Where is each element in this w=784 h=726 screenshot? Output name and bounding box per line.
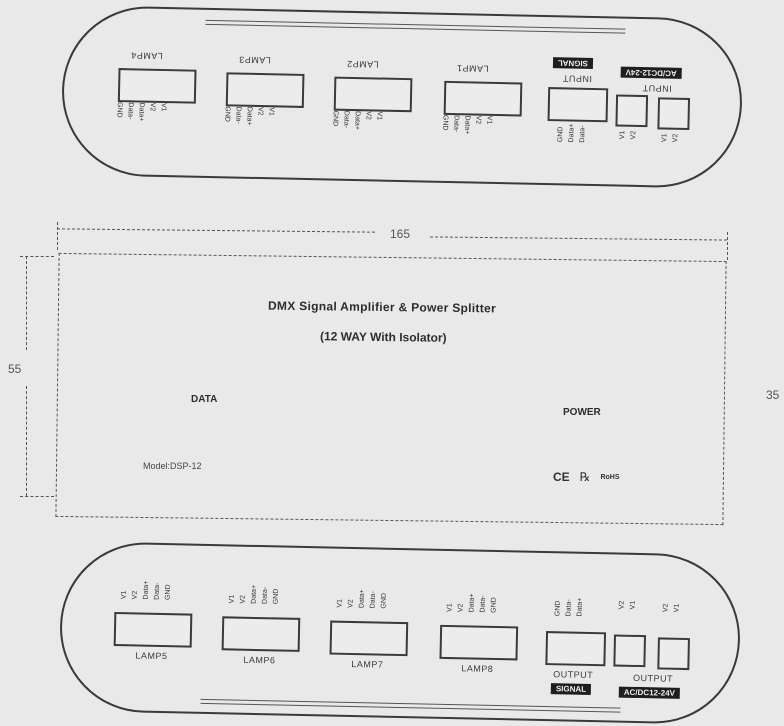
height-dimension-line-top <box>26 256 27 350</box>
rohs-mark: RoHS <box>600 473 620 481</box>
lamp5-terminal <box>113 612 193 648</box>
signal-output-terminal <box>545 631 607 667</box>
lamp2-terminal <box>333 76 413 113</box>
power-output-terminal-a <box>613 634 647 668</box>
lamp3-label: LAMP3 <box>238 54 271 66</box>
height-dimension-top-tick <box>20 256 54 257</box>
power-output-label: OUTPUT <box>633 672 674 684</box>
lamp5-label: LAMP5 <box>135 650 168 662</box>
bottom-panel-rail <box>200 698 621 713</box>
device-body-outline <box>55 252 727 526</box>
lamp4-label: LAMP4 <box>130 50 163 61</box>
power-output-terminal-b <box>657 637 690 671</box>
signal-input-tag: SIGNAL <box>552 57 594 69</box>
device-title: DMX Signal Amplifier & Power Splitter <box>267 298 497 316</box>
signal-input-label: INPUT <box>562 73 593 84</box>
lamp8-terminal <box>439 624 519 661</box>
power-side-label: POWER <box>563 407 601 418</box>
height-dimension-line-bottom <box>26 386 27 496</box>
signal-output-tag: SIGNAL <box>550 683 592 696</box>
width-dimension-line-left <box>57 228 375 233</box>
power-input-terminal-a <box>615 94 649 128</box>
power-output-tag: AC/DC12-24V <box>618 686 681 699</box>
ce-mark-icon: CE <box>553 470 570 484</box>
height-dimension-value-right: 35 <box>766 388 780 402</box>
lamp8-label: LAMP8 <box>461 663 494 674</box>
signal-input-terminal <box>547 87 609 123</box>
lamp1-terminal <box>443 80 523 117</box>
width-dimension-left-tick <box>57 222 58 250</box>
power-input-terminal-b <box>657 97 691 131</box>
height-dimension-bottom-tick <box>20 496 54 497</box>
device-subtitle: (12 WAY With Isolator) <box>319 329 447 345</box>
width-dimension-right-tick <box>727 232 728 260</box>
power-input-label: INPUT <box>642 83 672 94</box>
signal-output-label: OUTPUT <box>553 669 594 681</box>
top-panel-rail <box>205 19 626 34</box>
lamp1-label: LAMP1 <box>456 63 489 74</box>
lamp4-terminal <box>117 68 197 104</box>
lamp7-label: LAMP7 <box>351 658 384 670</box>
lamp7-terminal <box>329 620 409 657</box>
lamp2-label: LAMP2 <box>346 58 379 70</box>
lamp3-terminal <box>225 72 305 108</box>
ul-mark-icon: ℞ <box>579 470 591 484</box>
certification-marks: CE ℞ RoHS <box>553 470 620 484</box>
power-input-tag: AC/DC12-24V <box>620 66 682 79</box>
width-dimension-value: 165 <box>390 227 411 241</box>
model-number: Model:DSP-12 <box>143 461 202 471</box>
data-side-label: DATA <box>191 394 218 405</box>
lamp6-label: LAMP6 <box>243 654 276 666</box>
height-dimension-value-left: 55 <box>8 362 22 376</box>
width-dimension-line-right <box>430 236 727 241</box>
lamp6-terminal <box>221 616 301 652</box>
